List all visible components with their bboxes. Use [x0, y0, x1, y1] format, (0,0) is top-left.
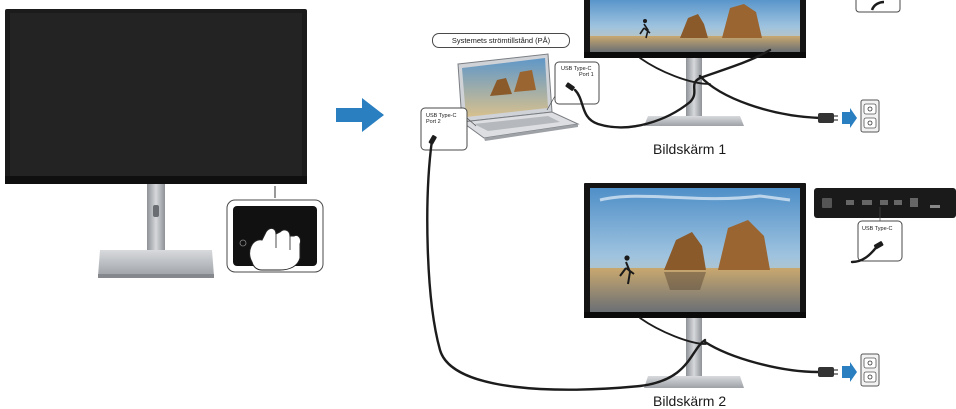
laptop-port2-label: USB Type-C Port 2 — [426, 113, 456, 125]
monitor2-port-label: USB Type-C — [862, 226, 893, 232]
plug-in-arrow-2-icon — [842, 362, 857, 382]
monitor-off — [5, 9, 307, 278]
cable-monitor2-to-port — [850, 243, 880, 264]
cable-port2-to-monitor2 — [426, 138, 707, 391]
power-plug-2-icon — [818, 367, 838, 377]
power-button-callout — [226, 199, 324, 273]
monitor-1-base — [644, 116, 744, 126]
monitor-2-caption: Bildskärm 2 — [653, 393, 727, 409]
laptop-port2-number: Port 2 — [426, 119, 441, 125]
laptop-port1-type: USB Type-C — [561, 66, 592, 72]
monitor-1-caption: Bildskärm 1 — [653, 141, 727, 157]
direction-arrow-icon — [336, 98, 384, 132]
monitor-2 — [584, 183, 806, 388]
laptop-port1-callout — [554, 61, 600, 105]
power-led-icon — [239, 239, 247, 247]
power-cable-1 — [698, 74, 822, 120]
system-power-state-pill: Systemets strömtillstånd (PÅ) — [432, 33, 570, 48]
laptop-port1-label: USB Type-C Port 1 — [561, 66, 594, 78]
monitor-1-port-callout — [855, 0, 901, 13]
monitor-2-screen — [590, 188, 800, 312]
plug-in-arrow-1-icon — [842, 108, 857, 128]
power-cable-2 — [703, 340, 820, 374]
wall-outlet-2-icon — [860, 353, 880, 387]
monitor-off-base — [98, 250, 214, 276]
monitor-off-stand — [147, 184, 165, 254]
finger-press-icon — [249, 227, 301, 271]
power-plug-1-icon — [818, 113, 838, 123]
laptop — [457, 53, 580, 141]
wall-outlet-1-icon — [860, 99, 880, 133]
cable-port1-to-monitor1 — [573, 48, 772, 129]
monitor-1-screen — [590, 0, 800, 52]
laptop-port2-type: USB Type-C — [426, 113, 457, 119]
laptop-port1-number: Port 1 — [579, 72, 594, 78]
monitor-2-io-panel — [814, 188, 956, 218]
monitor-1 — [584, 0, 806, 126]
usb-c-cables — [426, 48, 880, 391]
monitor-off-screen — [10, 13, 302, 176]
